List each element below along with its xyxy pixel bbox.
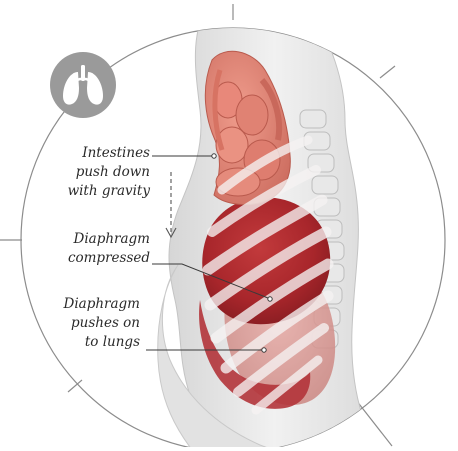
callout-intestines-line-1: Intestines — [68, 144, 150, 163]
callout-diaphragm-pushes-line-2: pushes on — [64, 314, 140, 333]
callout-diaphragm-pushes-line-1: Diaphragm — [64, 295, 140, 314]
callout-intestines: Intestines push down with gravity — [68, 144, 150, 201]
callout-diaphragm-pushes: Diaphragm pushes on to lungs — [64, 295, 140, 352]
callout-diaphragm-compressed-line-2: compressed — [68, 249, 150, 268]
callout-intestines-line-2: push down — [68, 163, 150, 182]
lungs-badge — [50, 52, 116, 118]
callout-diaphragm-compressed: Diaphragm compressed — [68, 230, 150, 268]
callout-diaphragm-pushes-line-3: to lungs — [64, 333, 140, 352]
callout-diaphragm-compressed-line-1: Diaphragm — [68, 230, 150, 249]
callout-intestines-line-3: with gravity — [68, 182, 150, 201]
